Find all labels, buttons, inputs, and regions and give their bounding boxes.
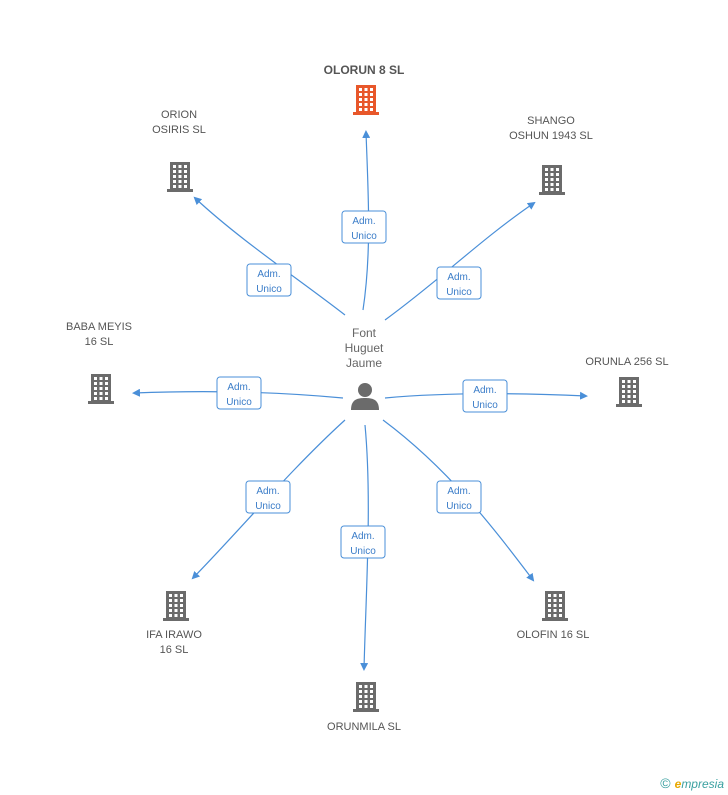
building-icon-ifa[interactable] bbox=[163, 591, 189, 621]
relation-label: Adm.Unico bbox=[351, 216, 377, 242]
building-icon-orion[interactable] bbox=[167, 162, 193, 192]
edge-orion bbox=[193, 196, 346, 316]
relation-label: Adm.Unico bbox=[472, 385, 498, 411]
company-label-orunmila: ORUNMILA SL bbox=[327, 721, 401, 733]
company-label-orunla: ORUNLA 256 SL bbox=[585, 356, 668, 368]
brand-initial: e bbox=[674, 777, 682, 791]
relation-label: Adm.Unico bbox=[255, 486, 281, 512]
relation-badge-orunmila[interactable]: Adm.Unico bbox=[340, 525, 386, 559]
relation-badge-olorun[interactable]: Adm.Unico bbox=[341, 210, 387, 244]
relation-badge-orunla[interactable]: Adm.Unico bbox=[462, 379, 508, 413]
copyright-icon: © bbox=[660, 775, 671, 791]
building-icon-orunmila[interactable] bbox=[353, 682, 379, 712]
company-label-olofin: OLOFIN 16 SL bbox=[517, 629, 590, 641]
relation-badge-orion[interactable]: Adm.Unico bbox=[246, 263, 292, 297]
relation-label: Adm.Unico bbox=[446, 486, 472, 512]
relation-badge-baba[interactable]: Adm.Unico bbox=[216, 376, 262, 410]
person-icon[interactable] bbox=[351, 383, 379, 410]
building-icon-olorun[interactable] bbox=[353, 85, 379, 115]
building-icon-orunla[interactable] bbox=[616, 377, 642, 407]
building-icon-baba[interactable] bbox=[88, 374, 114, 404]
edge-shango bbox=[384, 201, 536, 321]
relation-badge-ifa[interactable]: Adm.Unico bbox=[245, 480, 291, 514]
relation-label: Adm.Unico bbox=[256, 269, 282, 295]
company-label-olorun: OLORUN 8 SL bbox=[324, 63, 405, 77]
brand-name: mpresia bbox=[681, 777, 724, 791]
relation-label: Adm.Unico bbox=[446, 272, 472, 298]
empresia-watermark: ©empresia bbox=[660, 775, 724, 791]
building-icon-olofin[interactable] bbox=[542, 591, 568, 621]
relation-badge-shango[interactable]: Adm.Unico bbox=[436, 266, 482, 300]
relation-label: Adm.Unico bbox=[226, 382, 252, 408]
relation-label: Adm.Unico bbox=[350, 531, 376, 557]
building-icon-shango[interactable] bbox=[539, 165, 565, 195]
relation-badge-olofin[interactable]: Adm.Unico bbox=[436, 480, 482, 514]
